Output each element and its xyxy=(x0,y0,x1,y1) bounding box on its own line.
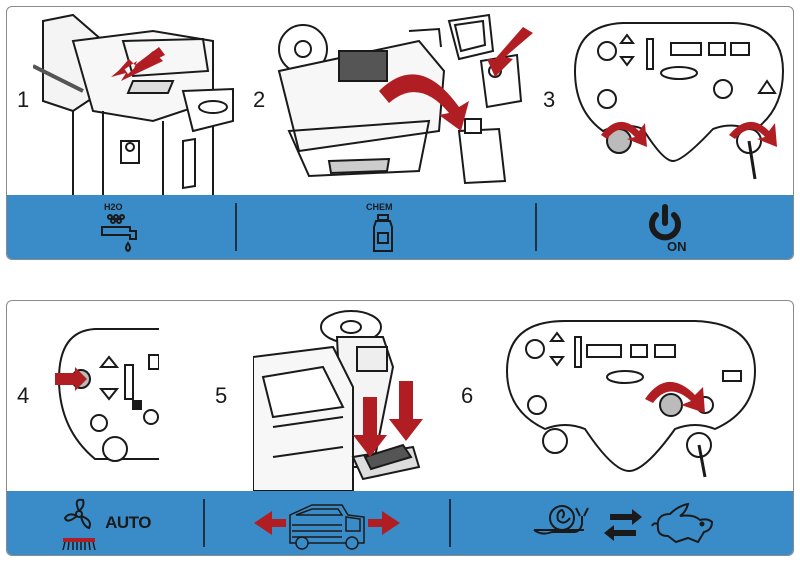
step-number-5: 5 xyxy=(215,383,228,408)
illustration-row-top: 1 2 xyxy=(7,7,793,195)
throttle-illustration xyxy=(505,320,757,478)
auto-button-illustration xyxy=(55,328,159,462)
power-on-icon: ON xyxy=(649,204,687,253)
step-number-6: 6 xyxy=(461,383,474,408)
auto-label: AUTO xyxy=(105,513,151,532)
water-tap-icon: H2O xyxy=(101,202,137,253)
illustration-row-bottom: 4 5 xyxy=(7,301,793,491)
fan-brush-icon xyxy=(62,498,96,550)
red-arc-arrow-3a xyxy=(601,121,647,147)
step-number-3: 3 xyxy=(543,87,556,112)
chemical-fill-illustration xyxy=(277,13,533,185)
red-down-arrow-5b xyxy=(389,381,423,441)
band-separator xyxy=(449,499,451,547)
svg-text:H2O: H2O xyxy=(104,202,123,212)
machine-move-icon xyxy=(254,504,400,550)
band-separator xyxy=(235,203,237,251)
red-arc-arrow-3b xyxy=(729,121,777,147)
band-cell-water: H2O xyxy=(7,195,235,259)
step-number-2: 2 xyxy=(253,87,266,112)
step-number-4: 4 xyxy=(17,383,30,408)
band-cell-on: ON xyxy=(537,195,793,259)
pedal-illustration xyxy=(253,310,423,491)
rabbit-icon xyxy=(651,502,714,544)
red-arrow-2b xyxy=(487,27,533,77)
icon-band-bottom: AUTO xyxy=(7,491,793,555)
red-down-arrow-5a xyxy=(353,397,387,457)
chemical-bottle-icon: CHEM xyxy=(366,202,393,252)
band-cell-move xyxy=(205,491,449,555)
arrow-right-icon xyxy=(610,509,642,525)
svg-text:CHEM: CHEM xyxy=(366,202,393,212)
svg-text:ON: ON xyxy=(667,239,687,253)
instruction-panel-bottom: 4 5 xyxy=(6,300,794,556)
speed-toggle-icon xyxy=(533,502,714,544)
band-cell-speed xyxy=(451,491,793,555)
arrow-left-icon xyxy=(604,525,636,541)
control-panel-on-illustration xyxy=(573,22,785,180)
step-number-1: 1 xyxy=(17,87,30,112)
red-arrow-4 xyxy=(55,367,87,391)
red-arc-arrow-6 xyxy=(645,381,705,413)
instruction-panel-top: 1 2 xyxy=(6,6,794,260)
red-curved-arrow-2 xyxy=(379,74,469,131)
band-separator xyxy=(203,499,205,547)
snail-icon xyxy=(533,505,589,535)
water-fill-illustration xyxy=(33,13,234,195)
band-cell-auto: AUTO xyxy=(7,491,203,555)
icon-band-top: H2O CHEM xyxy=(7,195,793,259)
band-separator xyxy=(535,203,537,251)
band-cell-chem: CHEM xyxy=(237,195,535,259)
